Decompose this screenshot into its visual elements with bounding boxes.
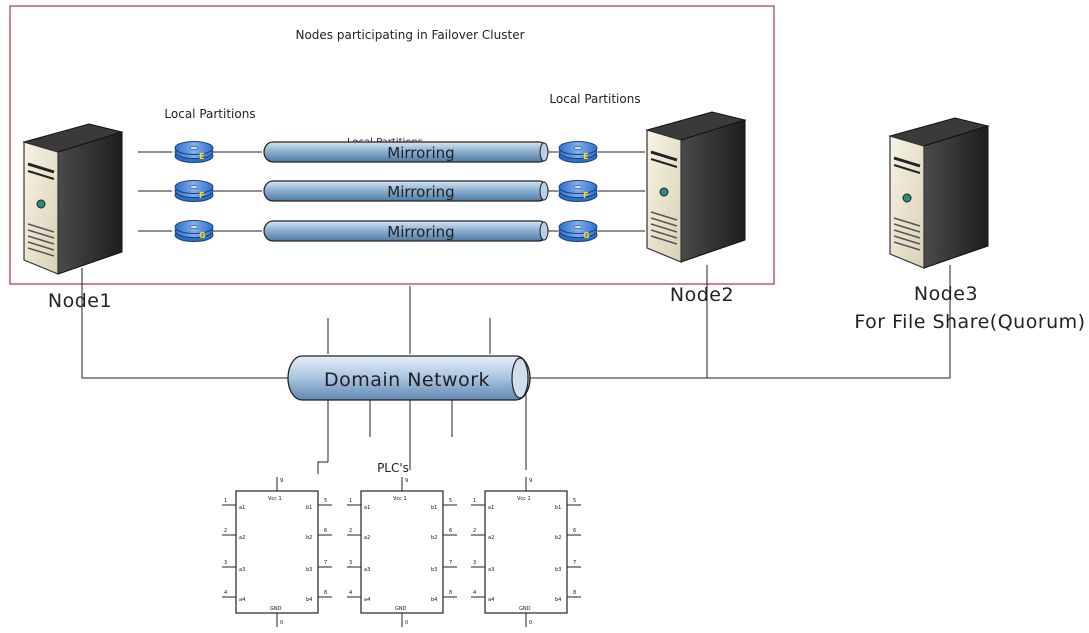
disk-left-g-letter: G <box>199 231 206 240</box>
plc-chip-3: Vcc 1 GND <box>470 476 582 628</box>
disk-left-e-letter: E <box>199 152 204 161</box>
mirroring-label-1: Mirroring <box>387 144 454 162</box>
disk-right-e-icon: E <box>558 141 598 163</box>
mirroring-pipe-3: Mirroring <box>263 220 549 242</box>
plc-chip-1: Vcc 1 GND <box>221 476 333 628</box>
node1-server-icon <box>22 122 124 276</box>
cluster-title: Nodes participating in Failover Cluster <box>295 28 524 42</box>
node2-label: Node2 <box>670 284 734 306</box>
plc-chip-3-vcc: Vcc 1 <box>517 496 531 502</box>
plc-chip-1-gnd: GND <box>270 606 282 612</box>
plc-chip-2-gnd: GND <box>395 606 407 612</box>
mirroring-label-3: Mirroring <box>387 223 454 241</box>
node3-server-icon <box>888 116 990 270</box>
plc-chip-2-vcc: Vcc 1 <box>393 496 407 502</box>
domain-network-pipe: Domain Network <box>287 355 531 401</box>
node1-label: Node1 <box>48 290 112 312</box>
disk-left-f-icon: F <box>174 180 214 202</box>
disk-left-g-icon: G <box>174 220 214 242</box>
disk-right-f-letter: F <box>583 191 588 200</box>
plc-chip-3-gnd: GND <box>519 606 531 612</box>
disk-left-e-icon: E <box>174 141 214 163</box>
node2-server-icon <box>645 110 747 264</box>
disk-right-g-letter: G <box>583 231 590 240</box>
disk-right-f-icon: F <box>558 180 598 202</box>
mirroring-pipe-1: Mirroring <box>263 141 549 163</box>
plc-chip-2: Vcc 1 GND <box>346 476 458 628</box>
domain-network-label: Domain Network <box>324 369 490 391</box>
disk-right-e-letter: E <box>583 152 588 161</box>
disk-right-g-icon: G <box>558 220 598 242</box>
plc-chip-1-vcc: Vcc 1 <box>268 496 282 502</box>
local-partitions-label-right: Local Partitions <box>549 92 640 106</box>
mirroring-label-2: Mirroring <box>387 183 454 201</box>
network-wiring <box>81 265 951 474</box>
plcs-label: PLC's <box>377 461 409 475</box>
node3-name-label: Node3 <box>914 283 978 305</box>
mirroring-pipe-2: Mirroring <box>263 180 549 202</box>
cluster-boundary <box>9 5 775 285</box>
local-partitions-label-left: Local Partitions <box>164 107 255 121</box>
disk-left-f-letter: F <box>199 191 204 200</box>
node3-role-label: For File Share(Quorum) <box>854 311 1085 333</box>
